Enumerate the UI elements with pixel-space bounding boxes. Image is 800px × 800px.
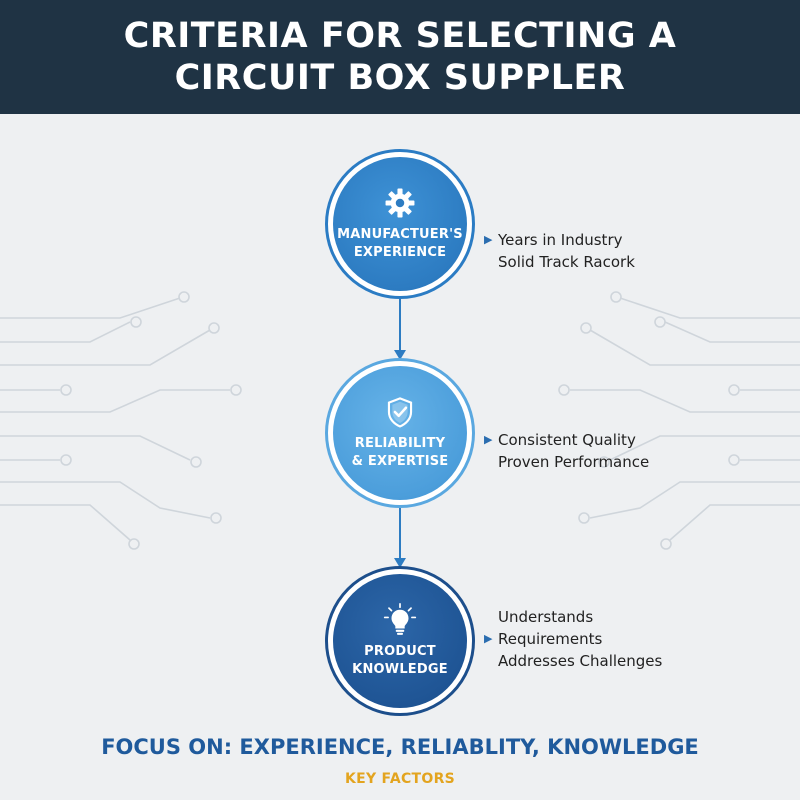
point-text: Solid Track Racork xyxy=(498,253,635,271)
point-text: Requirements xyxy=(498,630,603,648)
flow-connectors xyxy=(394,299,406,568)
step-reliability-points: ▶ Consistent Quality Proven Performance xyxy=(484,429,649,473)
point-text: Proven Performance xyxy=(498,453,650,471)
connector-arrowhead-2 xyxy=(394,558,406,568)
key-factors-label: KEY FACTORS xyxy=(344,771,456,787)
step-label-line-2: EXPERIENCE xyxy=(353,245,447,260)
lightbulb-icon xyxy=(383,603,417,635)
bullet-arrow-icon: ▶ xyxy=(484,433,493,446)
point-item: Understands xyxy=(484,606,662,628)
point-item: Proven Performance xyxy=(484,451,649,473)
step-label-line-2: & EXPERTISE xyxy=(351,454,449,469)
point-item: ▶ Consistent Quality xyxy=(484,429,649,451)
shield-check-icon xyxy=(387,397,413,428)
bullet-arrow-icon: ▶ xyxy=(484,233,493,246)
step-disc xyxy=(333,574,467,708)
circuit-traces-right xyxy=(558,291,800,550)
page-title-line-1: CRITERIA FOR SELECTING A xyxy=(123,16,677,56)
connector-arrowhead-1 xyxy=(394,350,406,360)
point-text: Consistent Quality xyxy=(498,431,636,449)
focus-summary: FOCUS ON: EXPERIENCE, RELIABLITY, KNOWLE… xyxy=(101,735,699,759)
gear-icon xyxy=(385,188,415,218)
point-text: Understands xyxy=(498,608,594,626)
step-disc xyxy=(333,366,467,500)
step-disc xyxy=(333,157,467,291)
bullet-arrow-icon: ▶ xyxy=(484,632,493,645)
step-label-line-1: PRODUCT xyxy=(364,644,436,659)
step-knowledge-circle: PRODUCT KNOWLEDGE xyxy=(325,566,475,716)
point-item: ▶ Years in Industry xyxy=(484,229,635,251)
point-item: ▶ Requirements xyxy=(484,628,662,650)
header-banner: CRITERIA FOR SELECTING A CIRCUIT BOX SUP… xyxy=(0,0,800,114)
step-experience-circle: MANUFACTUER'S EXPERIENCE xyxy=(325,149,475,299)
step-experience-points: ▶ Years in Industry Solid Track Racork xyxy=(484,229,635,273)
point-text: Years in Industry xyxy=(498,231,623,249)
point-item: Addresses Challenges xyxy=(484,650,662,672)
step-label-line-1: MANUFACTUER'S xyxy=(337,227,463,242)
point-item: Solid Track Racork xyxy=(484,251,635,273)
circuit-traces-left xyxy=(0,291,242,550)
point-text: Addresses Challenges xyxy=(498,652,663,670)
step-label-line-2: KNOWLEDGE xyxy=(352,662,448,677)
step-reliability-circle: RELIABILITY & EXPERTISE xyxy=(325,358,475,508)
page-title-line-2: CIRCUIT BOX SUPPLER xyxy=(174,58,626,98)
step-label-line-1: RELIABILITY xyxy=(354,436,446,451)
step-knowledge-points: Understands ▶ Requirements Addresses Cha… xyxy=(484,606,662,672)
